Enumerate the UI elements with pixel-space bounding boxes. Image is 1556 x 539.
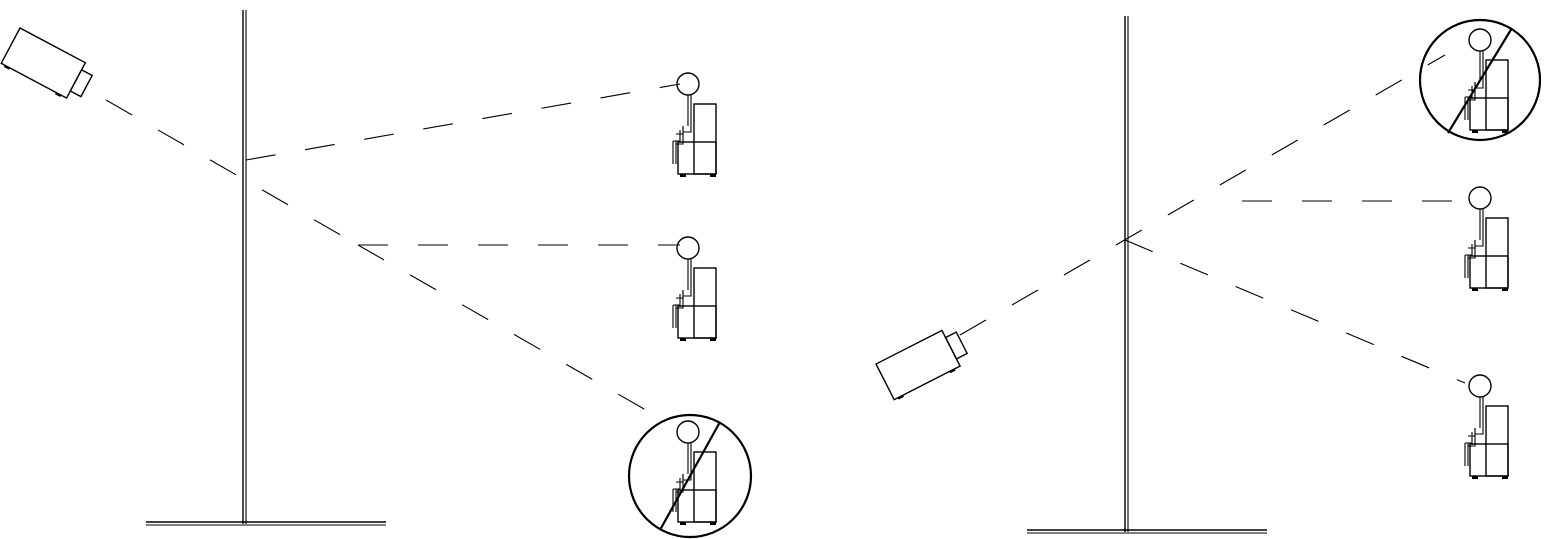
seated-person-icon bbox=[672, 236, 717, 342]
rear-projection-panel bbox=[875, 16, 1542, 534]
seated-person-icon bbox=[672, 72, 717, 178]
screen-stand bbox=[1027, 16, 1267, 534]
light-beams bbox=[959, 54, 1466, 384]
projector-icon bbox=[875, 324, 973, 403]
screen-stand bbox=[146, 10, 386, 526]
prohibition-circle-icon bbox=[1418, 18, 1542, 142]
light-beams bbox=[105, 83, 681, 422]
prohibited-viewer bbox=[1418, 18, 1542, 142]
seated-person-icon bbox=[672, 420, 717, 526]
seated-person-icon bbox=[1464, 374, 1509, 480]
prohibition-circle-icon bbox=[627, 413, 753, 539]
seated-person-icon bbox=[1464, 186, 1509, 292]
prohibited-viewer bbox=[627, 413, 753, 539]
projector-icon bbox=[0, 27, 97, 107]
front-projection-panel bbox=[0, 10, 753, 539]
